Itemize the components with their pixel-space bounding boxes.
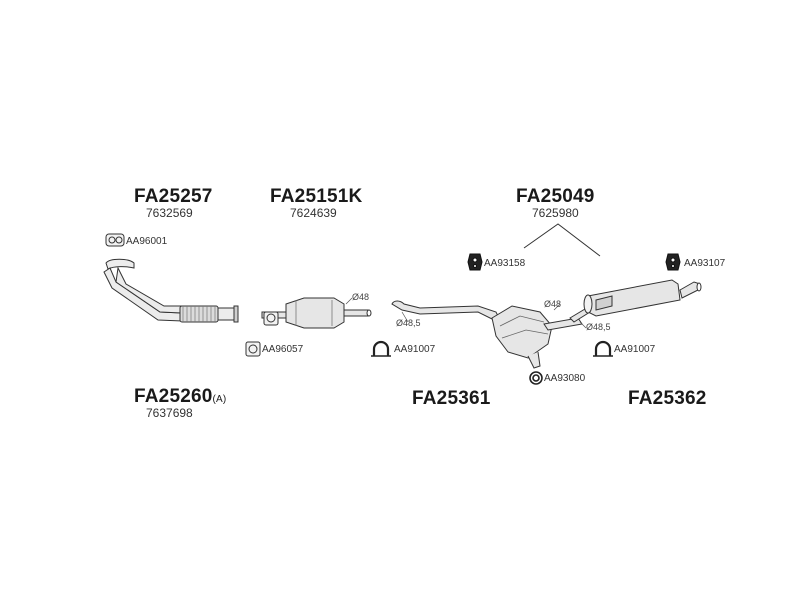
- accessory-ref[interactable]: AA93080: [544, 373, 586, 384]
- gasket-icon: [105, 233, 125, 247]
- front-pipe-part[interactable]: [103, 258, 239, 323]
- group-code[interactable]: FA25151K: [270, 186, 363, 207]
- group-code[interactable]: FA25260(A): [134, 386, 226, 408]
- gasket-icon: [245, 341, 261, 357]
- clamp-icon: [371, 340, 391, 357]
- diameter-label: Ø48: [352, 292, 370, 302]
- group-number: 7632569: [146, 206, 193, 220]
- group-number: 7637698: [146, 406, 193, 420]
- group-code[interactable]: FA25361: [412, 388, 491, 409]
- accessory-ref[interactable]: AA93158: [484, 258, 526, 269]
- catalytic-converter-part[interactable]: [261, 297, 372, 329]
- ring-icon: [529, 371, 543, 385]
- rear-silencer-part[interactable]: [569, 279, 702, 323]
- rubber-mount-icon: [467, 253, 483, 271]
- accessory-ref[interactable]: AA96001: [126, 236, 168, 247]
- group-number: 7624639: [290, 206, 337, 220]
- rubber-mount-icon: [665, 253, 681, 271]
- group-number: 7625980: [532, 206, 579, 220]
- accessory-ref[interactable]: AA91007: [394, 344, 436, 355]
- group-code[interactable]: FA25362: [628, 388, 707, 409]
- group-bracket-line: [523, 223, 601, 257]
- diameter-label: Ø48: [544, 299, 562, 309]
- group-code-text: FA25260: [134, 386, 213, 407]
- group-code[interactable]: FA25049: [516, 186, 595, 207]
- clamp-icon: [593, 340, 613, 357]
- accessory-ref[interactable]: AA91007: [614, 344, 656, 355]
- diameter-label: Ø48,5: [586, 322, 611, 332]
- intermediate-pipe-part[interactable]: [391, 300, 583, 369]
- accessory-ref[interactable]: AA96057: [262, 344, 304, 355]
- diameter-label: Ø48,5: [396, 318, 421, 328]
- accessory-ref[interactable]: AA93107: [684, 258, 726, 269]
- group-code[interactable]: FA25257: [134, 186, 213, 207]
- group-code-suffix: (A): [212, 394, 227, 405]
- gasket-icon: [263, 311, 279, 326]
